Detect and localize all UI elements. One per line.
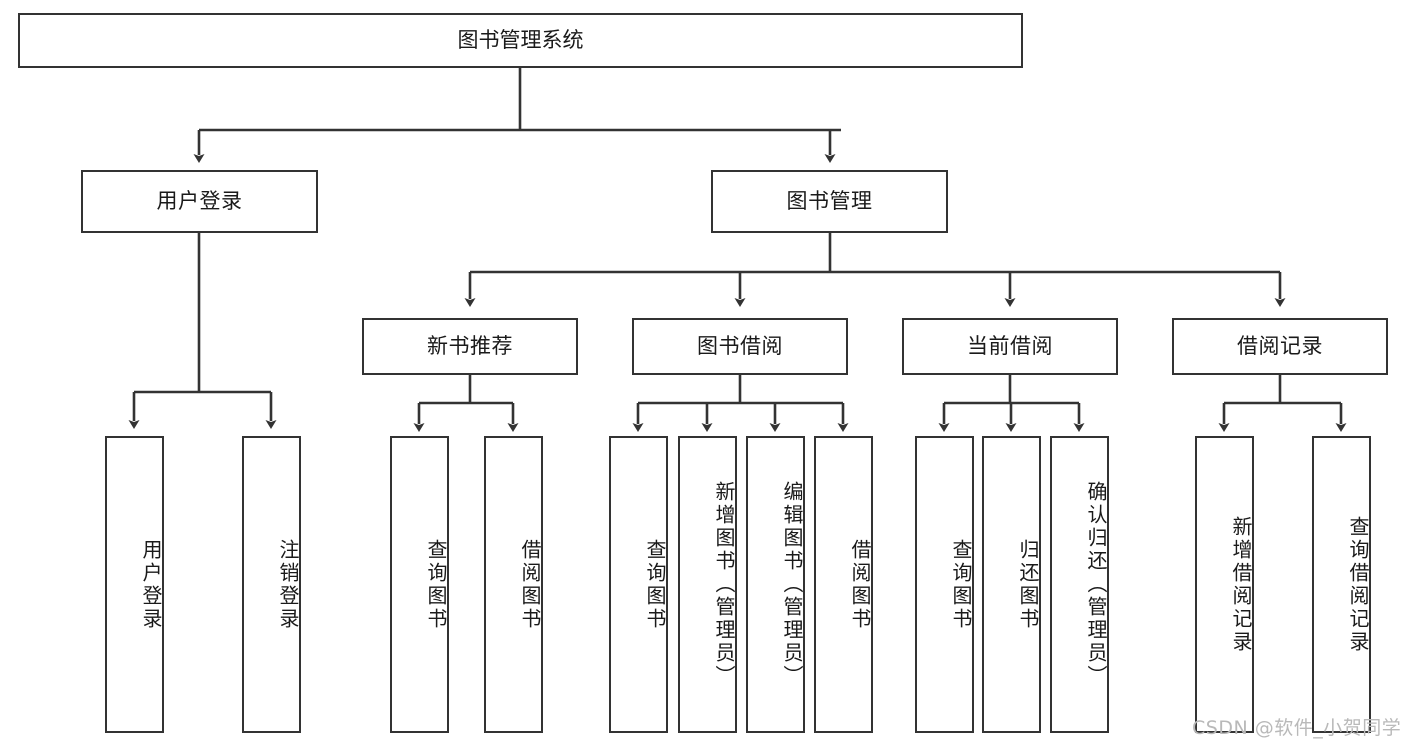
node-current-borrow[interactable]: 当前借阅 bbox=[902, 318, 1118, 375]
node-label: 查询图书 bbox=[424, 538, 448, 631]
leaf-current-confirm-return[interactable]: 确认归还（管理员） bbox=[1050, 436, 1109, 733]
node-label: 用户登录 bbox=[156, 188, 243, 213]
node-book-borrow[interactable]: 图书借阅 bbox=[632, 318, 848, 375]
leaf-borrow-add-book[interactable]: 新增图书（管理员） bbox=[678, 436, 737, 733]
node-label: 注销登录 bbox=[276, 538, 300, 631]
node-label: 图书管理系统 bbox=[457, 27, 584, 52]
watermark-csdn: CSDN @软件_小贺同学 bbox=[1192, 717, 1402, 739]
leaf-new-book-borrow[interactable]: 借阅图书 bbox=[484, 436, 543, 733]
node-label: 当前借阅 bbox=[967, 333, 1053, 358]
node-label: 用户登录 bbox=[139, 538, 163, 631]
leaf-record-add[interactable]: 新增借阅记录 bbox=[1195, 436, 1254, 733]
node-label: 编辑图书（管理员） bbox=[780, 481, 804, 688]
leaf-borrow-borrow-book[interactable]: 借阅图书 bbox=[814, 436, 873, 733]
leaf-user-login-signin[interactable]: 用户登录 bbox=[105, 436, 164, 733]
node-label: 查询图书 bbox=[949, 538, 973, 631]
leaf-user-login-signout[interactable]: 注销登录 bbox=[242, 436, 301, 733]
node-label: 新增图书（管理员） bbox=[712, 481, 736, 688]
node-borrow-record[interactable]: 借阅记录 bbox=[1172, 318, 1388, 375]
node-label: 借阅图书 bbox=[848, 538, 872, 631]
leaf-new-book-query[interactable]: 查询图书 bbox=[390, 436, 449, 733]
node-label: 新增借阅记录 bbox=[1229, 515, 1253, 654]
leaf-current-query-book[interactable]: 查询图书 bbox=[915, 436, 974, 733]
leaf-record-query[interactable]: 查询借阅记录 bbox=[1312, 436, 1371, 733]
node-new-book-recommend[interactable]: 新书推荐 bbox=[362, 318, 578, 375]
node-user-login[interactable]: 用户登录 bbox=[81, 170, 318, 233]
node-label: 借阅记录 bbox=[1237, 333, 1323, 358]
node-label: 图书借阅 bbox=[697, 333, 783, 358]
leaf-borrow-query-book[interactable]: 查询图书 bbox=[609, 436, 668, 733]
node-label: 借阅图书 bbox=[518, 538, 542, 631]
node-label: 归还图书 bbox=[1016, 538, 1040, 631]
node-label: 查询借阅记录 bbox=[1346, 515, 1370, 654]
node-label: 查询图书 bbox=[643, 538, 667, 631]
node-label: 图书管理 bbox=[786, 188, 873, 213]
node-label: 新书推荐 bbox=[427, 333, 513, 358]
leaf-borrow-edit-book[interactable]: 编辑图书（管理员） bbox=[746, 436, 805, 733]
node-label: 确认归还（管理员） bbox=[1084, 481, 1108, 688]
node-root-system[interactable]: 图书管理系统 bbox=[18, 13, 1023, 68]
leaf-current-return-book[interactable]: 归还图书 bbox=[982, 436, 1041, 733]
node-book-management[interactable]: 图书管理 bbox=[711, 170, 948, 233]
